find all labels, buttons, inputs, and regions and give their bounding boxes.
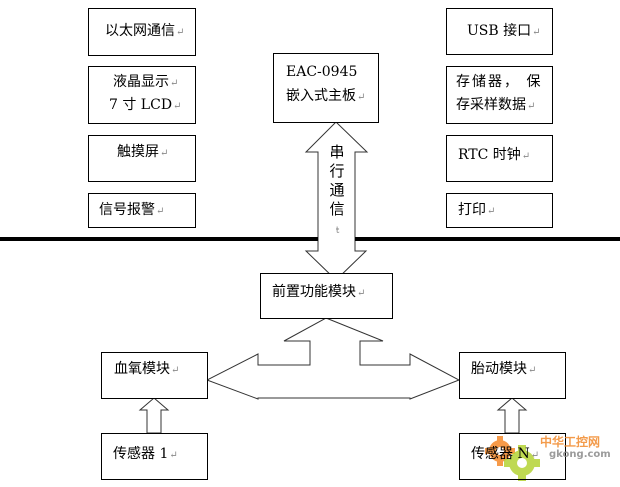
watermark-en-text: gkong.com <box>549 449 611 460</box>
front-module-label: 前置功能模块↵ <box>272 284 366 300</box>
fetal-module-box: 胎动模块↵ <box>459 352 566 399</box>
separator-line-left-overlay <box>0 237 318 241</box>
separator-line-right-overlay <box>355 237 620 241</box>
watermark-cn-text: 中华工控网 <box>540 435 601 449</box>
watermark-gear-green-icon <box>504 445 540 481</box>
serial-link-label: 串行通信 ŧ <box>329 143 345 236</box>
lcd-box: 液晶显示↵ 7 寸 LCD↵ <box>88 66 196 124</box>
fetal-module-label: 胎动模块↵ <box>471 361 537 377</box>
spo2-module-label: 血氧模块↵ <box>114 361 180 377</box>
touchscreen-label: 触摸屏↵ <box>117 144 169 160</box>
mainboard-label-line1: EAC-0945 <box>286 64 358 80</box>
spo2-module-box: 血氧模块↵ <box>101 352 208 399</box>
storage-label-line1: 存储器， 保 <box>456 74 543 90</box>
ethernet-box: 以太网通信↵ <box>88 8 196 56</box>
printer-box: 打印↵ <box>446 193 553 228</box>
lcd-label-line1: 液晶显示↵ <box>113 74 179 90</box>
watermark-gear-orange-icon <box>485 436 515 466</box>
touchscreen-box: 触摸屏↵ <box>88 135 196 182</box>
storage-label-line2: 存采样数据↵ <box>456 97 536 113</box>
mainboard-box: EAC-0945 嵌入式主板↵ <box>273 53 379 123</box>
usb-box: USB 接口↵ <box>446 8 553 55</box>
front-module-box: 前置功能模块↵ <box>260 273 393 319</box>
ethernet-label: 以太网通信↵ <box>105 23 185 39</box>
sensor-left-box: 传感器 1↵ <box>101 433 208 480</box>
rtc-box: RTC 时钟↵ <box>446 135 553 182</box>
printer-label: 打印↵ <box>458 202 496 218</box>
alarm-box: 信号报警↵ <box>88 193 196 228</box>
sensor-right-arrow <box>496 397 528 434</box>
sensor-right-label: 传感器 N↵ <box>471 446 540 462</box>
lcd-label-line2: 7 寸 LCD↵ <box>109 97 182 113</box>
sensor-right-box: 传感器 N↵ <box>459 433 566 480</box>
usb-label: USB 接口↵ <box>467 23 541 39</box>
distribution-arrow <box>205 317 461 400</box>
rtc-label: RTC 时钟↵ <box>458 147 531 163</box>
sensor-left-arrow <box>138 397 170 434</box>
alarm-label: 信号报警↵ <box>99 202 165 218</box>
sensor-left-label: 传感器 1↵ <box>113 446 178 462</box>
mainboard-label-line2: 嵌入式主板↵ <box>286 88 366 104</box>
storage-box: 存储器， 保 存采样数据↵ <box>446 66 553 124</box>
